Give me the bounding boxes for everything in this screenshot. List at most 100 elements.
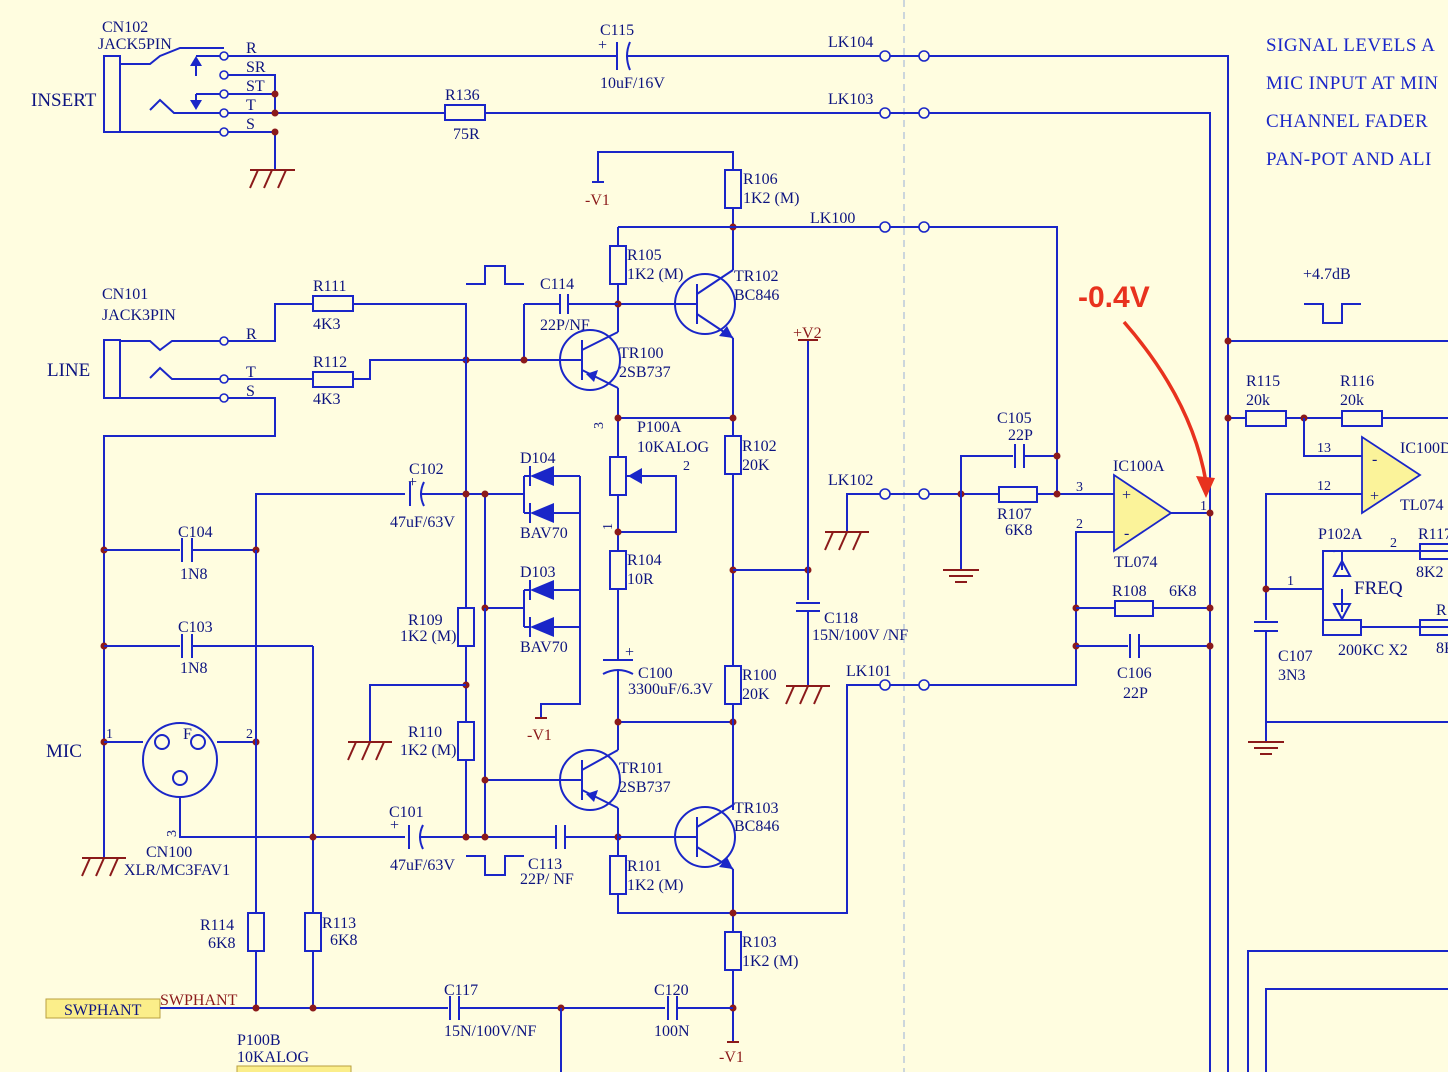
p102a-pin1: 1 bbox=[1287, 574, 1294, 589]
lk104-label: LK104 bbox=[828, 34, 873, 51]
c100-value: 3300uF/6.3V bbox=[628, 681, 713, 698]
lk100-label: LK100 bbox=[810, 210, 855, 227]
cn101-type: JACK3PIN bbox=[102, 307, 176, 324]
r116-value: 20k bbox=[1340, 392, 1364, 409]
r110-value: 1K2 (M) bbox=[400, 742, 456, 759]
c114-value: 22P/NF bbox=[540, 317, 590, 334]
cn102-pin-s bbox=[219, 127, 229, 137]
pulse-symbol-bottom bbox=[466, 855, 524, 876]
d103-ref: D103 bbox=[520, 564, 556, 581]
cn102-pin-st bbox=[219, 89, 229, 99]
p100b-box bbox=[236, 1065, 352, 1072]
r110-ref: R110 bbox=[408, 724, 442, 741]
r118-value: 8K bbox=[1436, 640, 1448, 657]
d104-ref: D104 bbox=[520, 450, 556, 467]
r107-resistor bbox=[998, 486, 1038, 503]
r118-resistor bbox=[1419, 619, 1448, 636]
cn101-pin-t bbox=[219, 374, 229, 384]
r106-resistor bbox=[724, 169, 742, 209]
d104-value: BAV70 bbox=[520, 525, 568, 542]
r116-resistor bbox=[1341, 410, 1383, 427]
rail-minus-v1-mid: -V1 bbox=[527, 727, 552, 744]
lk102-terminal-a bbox=[879, 488, 891, 500]
freq-label: FREQ bbox=[1354, 578, 1403, 599]
c115-capacitor bbox=[600, 41, 880, 71]
r116-ref: R116 bbox=[1340, 373, 1374, 390]
c115-polarity: + bbox=[598, 37, 607, 54]
r109-value: 1K2 (M) bbox=[400, 628, 456, 645]
r108-resistor bbox=[1114, 600, 1154, 617]
tr101-ref: TR101 bbox=[619, 760, 663, 777]
ic100d-pin12: 12 bbox=[1317, 479, 1331, 494]
c107-value: 3N3 bbox=[1278, 667, 1306, 684]
r114-ref: R114 bbox=[200, 917, 234, 934]
tr102-value: BC846 bbox=[734, 287, 779, 304]
r136-resistor bbox=[444, 104, 486, 121]
tr103-value: BC846 bbox=[734, 818, 779, 835]
ic100a-minus-sign: - bbox=[1124, 525, 1129, 542]
c102-value: 47uF/63V bbox=[390, 514, 455, 531]
r101-value: 1K2 (M) bbox=[627, 877, 683, 894]
c114-capacitor bbox=[524, 294, 618, 314]
c100-polarity: + bbox=[625, 644, 634, 661]
tr103-ref: TR103 bbox=[734, 800, 778, 817]
r114-value: 6K8 bbox=[208, 935, 236, 952]
r117-ref: R117 bbox=[1418, 526, 1448, 543]
r103-value: 1K2 (M) bbox=[742, 953, 798, 970]
r104-value: 10R bbox=[627, 571, 654, 588]
ic100d-ref: IC100D bbox=[1400, 440, 1448, 457]
cn101-pin-s-label: S bbox=[246, 383, 255, 400]
swphant-net-label: SWPHANT bbox=[160, 992, 238, 1009]
cn101-pin-r-label: R bbox=[246, 326, 257, 343]
lk100-terminal-b bbox=[918, 221, 930, 233]
cn100-pin1: 1 bbox=[106, 727, 113, 742]
level-label: +4.7dB bbox=[1303, 266, 1351, 283]
cn102-type: JACK5PIN bbox=[98, 36, 172, 53]
r100-resistor bbox=[724, 665, 742, 705]
note-line-3: CHANNEL FADER bbox=[1266, 111, 1428, 132]
lk104-terminal-a bbox=[879, 50, 891, 62]
c118-value: 15N/100V /NF bbox=[812, 627, 908, 644]
r105-value: 1K2 (M) bbox=[627, 266, 683, 283]
cn100-female-mark: F bbox=[183, 726, 192, 743]
c101-polarity: + bbox=[390, 817, 399, 834]
ic100a-value: TL074 bbox=[1114, 554, 1158, 571]
cn102-pin-st-label: ST bbox=[246, 78, 265, 95]
p100b-ref: P100B bbox=[237, 1032, 281, 1049]
ic100d-pin13: 13 bbox=[1317, 441, 1331, 456]
tr103-transistor bbox=[618, 804, 736, 870]
r136-value: 75R bbox=[453, 126, 480, 143]
tr101-value: 2SB737 bbox=[619, 779, 671, 796]
r100-ref: R100 bbox=[742, 667, 777, 684]
c106-value: 22P bbox=[1123, 685, 1148, 702]
r103-ref: R103 bbox=[742, 934, 777, 951]
cn100-pin2: 2 bbox=[246, 727, 253, 742]
c113-ref: C113 bbox=[528, 856, 562, 873]
ic100d-value: TL074 bbox=[1400, 497, 1444, 514]
c102-polarity: + bbox=[408, 474, 417, 491]
d103-value: BAV70 bbox=[520, 639, 568, 656]
r107-value: 6K8 bbox=[1005, 522, 1033, 539]
lk102-label: LK102 bbox=[828, 472, 873, 489]
lk104-terminal-b bbox=[918, 50, 930, 62]
r107-ref: R107 bbox=[997, 506, 1032, 523]
r108-value: 6K8 bbox=[1169, 583, 1197, 600]
p102a-pin2: 2 bbox=[1390, 536, 1397, 551]
r111-ref: R111 bbox=[313, 278, 346, 295]
note-line-1: SIGNAL LEVELS A bbox=[1266, 35, 1435, 56]
lk101-terminal-b bbox=[918, 679, 930, 691]
c102-ref: C102 bbox=[409, 461, 444, 478]
rail-plus-v2: +V2 bbox=[793, 325, 822, 342]
line-label: LINE bbox=[47, 360, 90, 381]
tr102-transistor bbox=[618, 269, 736, 339]
annotation-arrow bbox=[1122, 320, 1208, 483]
p100a-pot bbox=[609, 456, 627, 496]
r102-ref: R102 bbox=[742, 438, 777, 455]
c117-ref: C117 bbox=[444, 982, 478, 999]
c104-value: 1N8 bbox=[180, 566, 208, 583]
tr100-value: 2SB737 bbox=[619, 364, 671, 381]
lk103-terminal-a bbox=[879, 107, 891, 119]
cn100-xlr-connector bbox=[142, 722, 218, 798]
p102a-pot bbox=[1322, 619, 1362, 636]
